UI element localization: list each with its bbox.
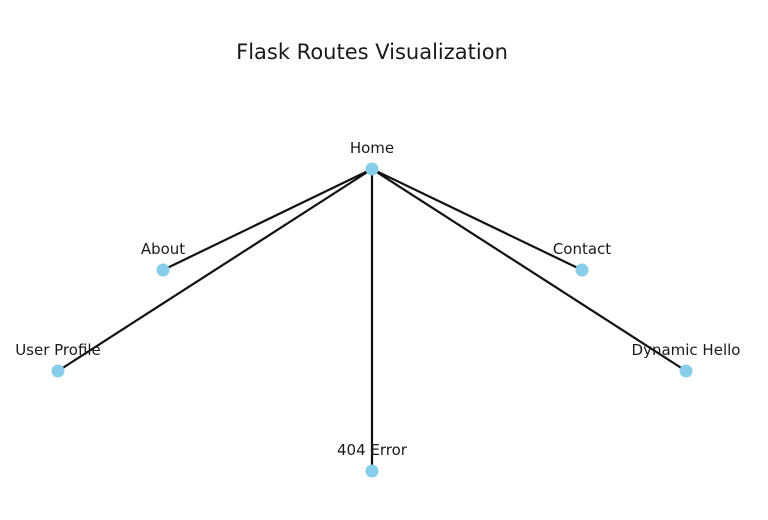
node-label-dynamic-hello: Dynamic Hello [632, 341, 741, 359]
edges-group [56, 167, 688, 473]
node-label-contact: Contact [553, 240, 611, 258]
node-label-home: Home [350, 139, 394, 157]
node-error-404 [365, 464, 379, 478]
edge-home-to-dynamic-hello [370, 167, 688, 373]
node-dynamic-hello [679, 364, 693, 378]
node-user-profile [51, 364, 65, 378]
node-contact [575, 263, 589, 277]
node-about [156, 263, 170, 277]
edge-home-to-contact [370, 167, 584, 272]
node-label-user-profile: User Profile [15, 341, 101, 359]
node-label-error-404: 404 Error [337, 441, 408, 459]
diagram-title: Flask Routes Visualization [236, 40, 508, 64]
edge-home-to-about [161, 167, 374, 272]
node-label-about: About [141, 240, 185, 258]
node-home [365, 162, 379, 176]
edge-home-to-user-profile [56, 167, 374, 373]
nodes-group [51, 162, 693, 478]
